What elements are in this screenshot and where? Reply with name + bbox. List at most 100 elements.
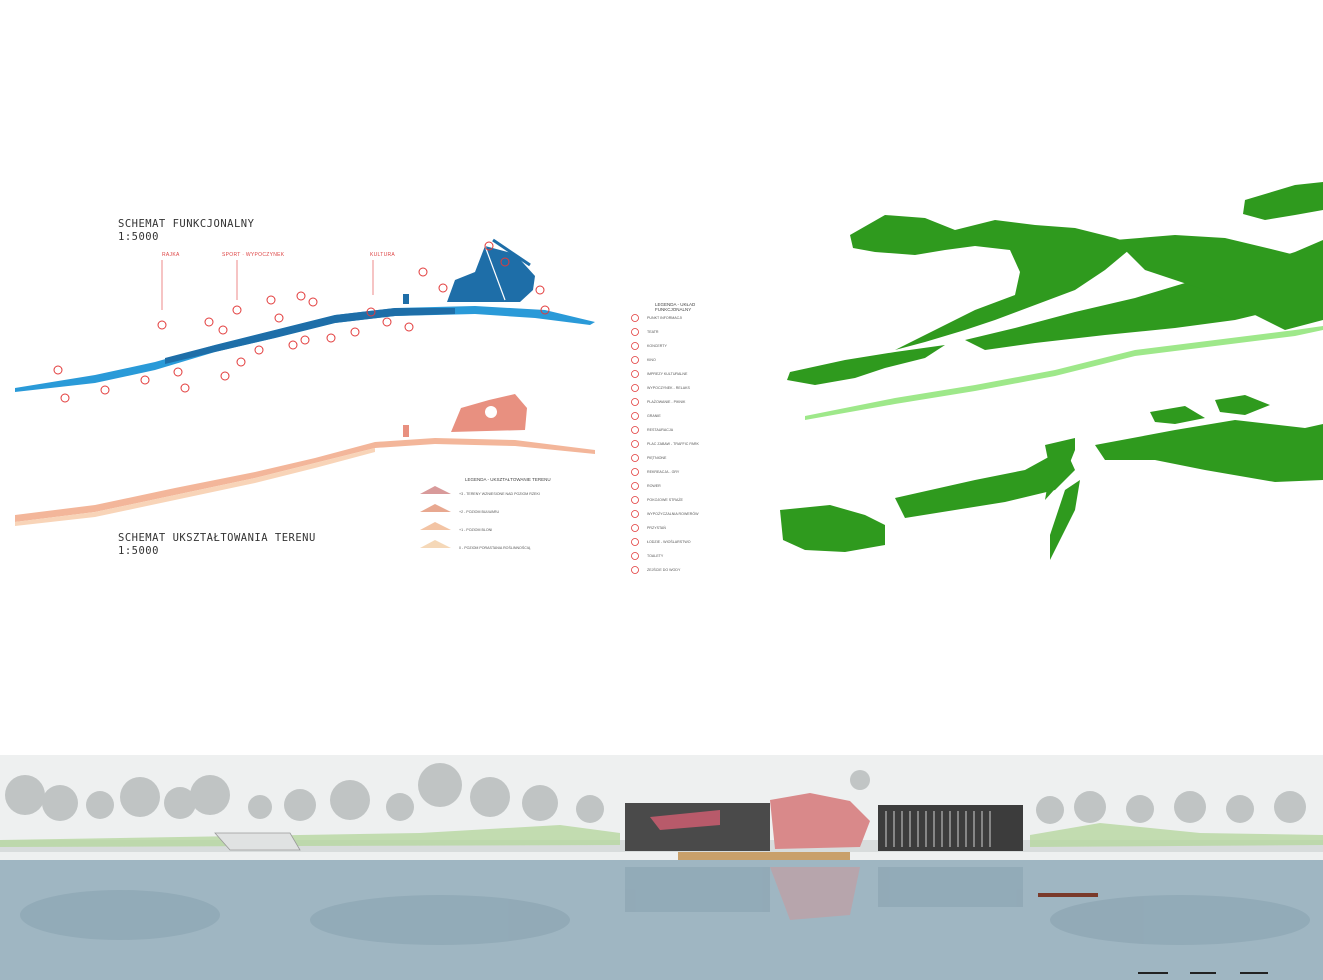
river-elevation-panel — [0, 755, 1323, 980]
functional-legend-item: PIĘTNIONE — [647, 456, 667, 460]
elevation-drawing — [0, 763, 1323, 980]
functional-legend-item: PRZYSTAŃ — [647, 526, 666, 530]
function-icon — [204, 317, 214, 327]
grass-embankment — [0, 825, 620, 847]
green-patches — [780, 182, 1323, 560]
zone-label-sport: SPORT · WYPOCZYNEK — [222, 252, 285, 258]
terrain-pier-post — [403, 425, 409, 437]
function-icon — [296, 291, 306, 301]
function-icon — [326, 333, 336, 343]
green-patch — [850, 215, 1135, 350]
schema-functional-title-text: SCHEMAT FUNKCJONALNY — [118, 218, 255, 230]
functional-legend-item: ROWER — [647, 484, 661, 488]
legend-swatch — [420, 486, 451, 494]
scale-bar — [1138, 972, 1268, 974]
functional-legend-item: ŁODZIE - WIOŚLARSTWO — [647, 540, 691, 544]
function-icon — [53, 365, 63, 375]
schema-functional-title: SCHEMAT FUNKCJONALNY 1:5000 — [118, 218, 254, 244]
function-icon — [254, 345, 264, 355]
schema-functional-scale: 1:5000 — [118, 231, 159, 243]
green-patch — [787, 345, 945, 385]
green-patch — [1215, 395, 1270, 415]
function-icon — [484, 241, 494, 251]
functional-legend-item: TOALETY — [647, 554, 664, 558]
wooden-platform — [678, 852, 850, 860]
functional-legend-item: RESTAURACJA — [647, 428, 674, 432]
schema-terrain-title-text: SCHEMAT UKSZTAŁTOWANIA TERENU — [118, 532, 316, 544]
rowing-boat — [1038, 893, 1098, 897]
zone-label-kultura: KULTURA — [370, 252, 396, 258]
function-icon — [60, 393, 70, 403]
function-icon — [382, 317, 392, 327]
functional-legend-item: TEATR — [647, 330, 659, 334]
pier-post — [403, 294, 409, 304]
green-patch — [965, 240, 1323, 350]
building-stripes — [885, 811, 991, 847]
green-patch — [1243, 182, 1323, 220]
functional-legend-title: LEGENDA - UKŁAD FUNKCJONALNY — [655, 302, 696, 312]
function-icon — [180, 383, 190, 393]
green-patch — [1045, 438, 1075, 500]
function-icon — [140, 375, 150, 385]
terrain-route — [15, 438, 595, 522]
function-icon — [288, 340, 298, 350]
schema-terrain-title: SCHEMAT UKSZTAŁTOWANIA TERENU 1:5000 — [118, 532, 316, 558]
functional-legend-item: PLAŻOWANIE - PIKNIK — [647, 400, 686, 404]
function-icon — [535, 285, 545, 295]
terrain-legend-item: +2 - POZIOM BULWARU — [459, 510, 500, 514]
function-icon — [266, 295, 276, 305]
legend-swatch — [420, 540, 451, 548]
dark-cultural-building — [625, 803, 770, 851]
building-roof-line — [484, 245, 506, 301]
green-riverbank-strip — [805, 326, 1323, 420]
function-icon — [418, 267, 428, 277]
functional-legend-item: KONCERTY — [647, 344, 667, 348]
green-patch — [780, 505, 885, 552]
green-patch — [1095, 420, 1323, 482]
building-roof-beam — [492, 238, 531, 267]
function-icon — [404, 322, 414, 332]
green-patch — [1150, 406, 1205, 424]
schema-drawing — [15, 238, 639, 574]
green-areas-map — [775, 180, 1323, 590]
zone-label-rajka: RAJKA — [162, 252, 180, 258]
terrain-route-lower — [15, 448, 375, 526]
building-red-opening — [650, 810, 720, 830]
functional-legend-item: PLAC ZABAW - TRAFFIC PARK — [647, 442, 699, 446]
pink-cultural-building — [770, 793, 870, 849]
function-icon — [232, 305, 242, 315]
function-icon — [100, 385, 110, 395]
function-icon — [500, 257, 510, 267]
functional-route — [15, 306, 595, 392]
pavilion — [214, 832, 301, 851]
functional-legend-item: ZEJŚCIE DO WODY — [647, 568, 681, 572]
function-icon — [220, 371, 230, 381]
function-icon — [308, 297, 318, 307]
function-icon — [366, 307, 376, 317]
functional-legend-item: IMPREZY KULTURALNE — [647, 372, 688, 376]
terrain-legend-item: +1 - POZIOM BLONI — [459, 528, 493, 532]
green-patch — [1050, 480, 1080, 560]
terrain-legend-item: +3 - TERENY WZNIESIONE NAD POZIOM RZEKI — [459, 492, 540, 496]
functional-legend-item: WYPOCZYNEK - RELAKS — [647, 386, 690, 390]
function-icon — [274, 313, 284, 323]
function-icon — [350, 327, 360, 337]
green-patch — [895, 448, 1075, 518]
functional-schema-panel: SCHEMAT FUNKCJONALNY 1:5000 RAJKA SPORT … — [15, 190, 725, 585]
function-icon — [236, 357, 246, 367]
functional-legend-item: PUNKT INFORMACJI — [647, 316, 683, 320]
legend-swatch — [420, 504, 451, 512]
functional-legend-item: POKOJOWE STRAŻE — [647, 498, 683, 502]
water-reflections — [20, 867, 1310, 945]
functional-route-core — [165, 308, 455, 364]
terrain-legend-swatches — [420, 486, 451, 548]
tree-silhouettes — [5, 763, 1306, 824]
function-icon — [173, 367, 183, 377]
green-map-drawing — [780, 182, 1323, 560]
legend-swatch — [420, 522, 451, 530]
functional-legend-item: GRANIE — [647, 414, 661, 418]
functional-legend-item: KINO — [647, 358, 656, 362]
function-icon — [438, 283, 448, 293]
grass-embankment — [1030, 823, 1323, 847]
terrain-legend-item: 0 - POZIOM PORASTANIA ROŚLINNOŚCIĄ — [459, 546, 531, 550]
